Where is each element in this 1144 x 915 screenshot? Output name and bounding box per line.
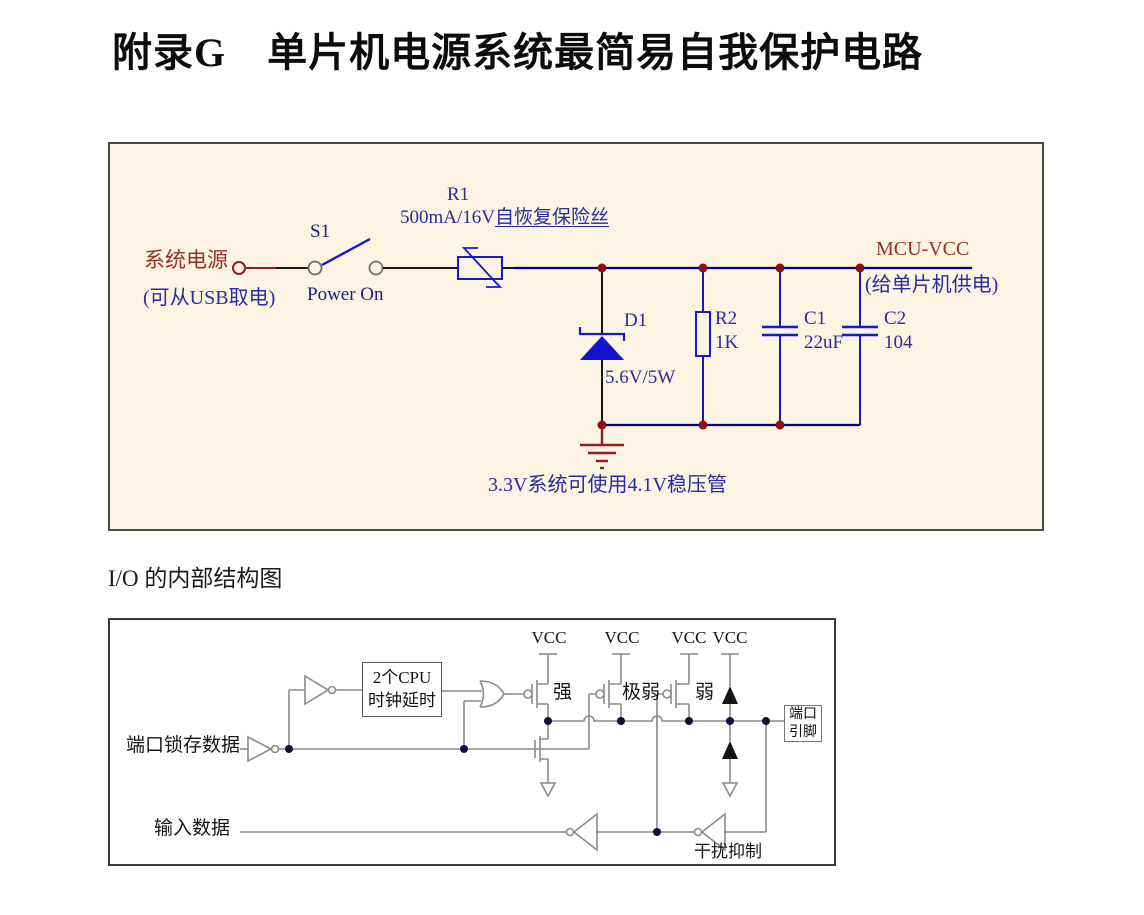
inverter1-icon [247,735,273,763]
wire-to-inverter2 [288,689,305,749]
inverter4-bubble [693,827,703,837]
fuse-description: 500mA/16V自恢复保险丝 [400,207,609,229]
pmos-very-weak-icon [588,653,630,749]
port-pin-box: 端口 引脚 [784,705,822,742]
inverter3-icon [572,812,598,852]
pmos-very-weak-label: 极弱 [622,682,661,703]
output-net-label: MCU-VCC [876,238,970,260]
wire-latch-to-gate [463,700,481,749]
switch-caption: Power On [307,284,384,305]
cap2-value-label: 104 [884,332,913,353]
inverter2-icon [304,674,330,706]
pmos-weak-label: 弱 [695,682,715,703]
inverter1-bubble [270,744,280,754]
cpu-delay-line1: 2个CPU [372,667,432,687]
ground-arrow-icon [539,782,557,798]
io-structure-panel: VCC VCC VCC VCC 强 极弱 弱 端口锁存数据 输入数据 2个CPU… [108,618,836,866]
bottom-note: 3.3V系统可使用4.1V稳压管 [488,474,727,496]
zener-diode-symbol [578,268,626,425]
cpu-delay-box: 2个CPU 时钟延时 [362,662,442,717]
capacitor2-symbol [842,268,878,425]
port-bus-wire [548,715,784,722]
pmos-strong-icon [523,653,557,721]
source-terminal-icon [232,261,276,275]
switch-symbol [307,237,384,276]
fuse-desc-underlined: 自恢复保险丝 [495,207,610,228]
ground-arrow-icon [721,782,739,798]
pmos-weak-icon [656,653,698,832]
fuse-desc-plain: 500mA/16V [400,207,495,228]
io-junction-dots [285,717,770,836]
switch-ref-label: S1 [310,221,331,242]
source-note: (可从USB取电) [143,287,276,309]
inverter3-bubble [565,827,575,837]
power-circuit-drawing [232,237,972,470]
or-gate-icon [479,680,505,708]
resistor-symbol [695,268,711,425]
input-data-label: 输入数据 [154,818,231,839]
source-label: 系统电源 [144,248,228,272]
junction-dots [597,263,865,430]
ground-icon [580,429,624,470]
capacitor1-symbol [762,268,798,425]
io-section-heading: I/O 的内部结构图 [108,566,283,591]
resistor-ref-label: R2 [715,308,738,329]
vcc-label-2: VCC [604,628,640,647]
nmos-icon [534,721,557,798]
port-pin-line2: 引脚 [789,724,817,740]
fuse-symbol [457,247,503,288]
zener-spec-label: 5.6V/5W [605,367,676,388]
fuse-ref-label: R1 [447,184,470,205]
inverter2-bubble [327,685,337,695]
page-title: 附录G 单片机电源系统最简易自我保护电路 [112,30,924,75]
power-circuit-panel: 系统电源 (可从USB取电) S1 Power On R1 500mA/16V自… [108,142,1044,531]
cap1-ref-label: C1 [804,308,827,329]
pmos-strong-label: 强 [553,682,573,703]
vcc-label-3: VCC [671,628,707,647]
noise-suppression-label: 干扰抑制 [694,842,762,861]
cpu-delay-line2: 时钟延时 [368,690,436,710]
port-pin-line1: 端口 [789,707,817,723]
output-note: (给单片机供电) [865,274,999,296]
resistor-value-label: 1K [715,332,739,353]
zener-ref-label: D1 [624,310,648,331]
io-structure-drawing [240,653,784,852]
latch-data-label: 端口锁存数据 [126,735,241,756]
vcc-label-4: VCC [712,628,748,647]
cap2-ref-label: C2 [884,308,907,329]
vcc-label-1: VCC [531,628,567,647]
clamp-diodes-icon [721,653,739,798]
cap1-value-label: 22uF [804,332,844,353]
